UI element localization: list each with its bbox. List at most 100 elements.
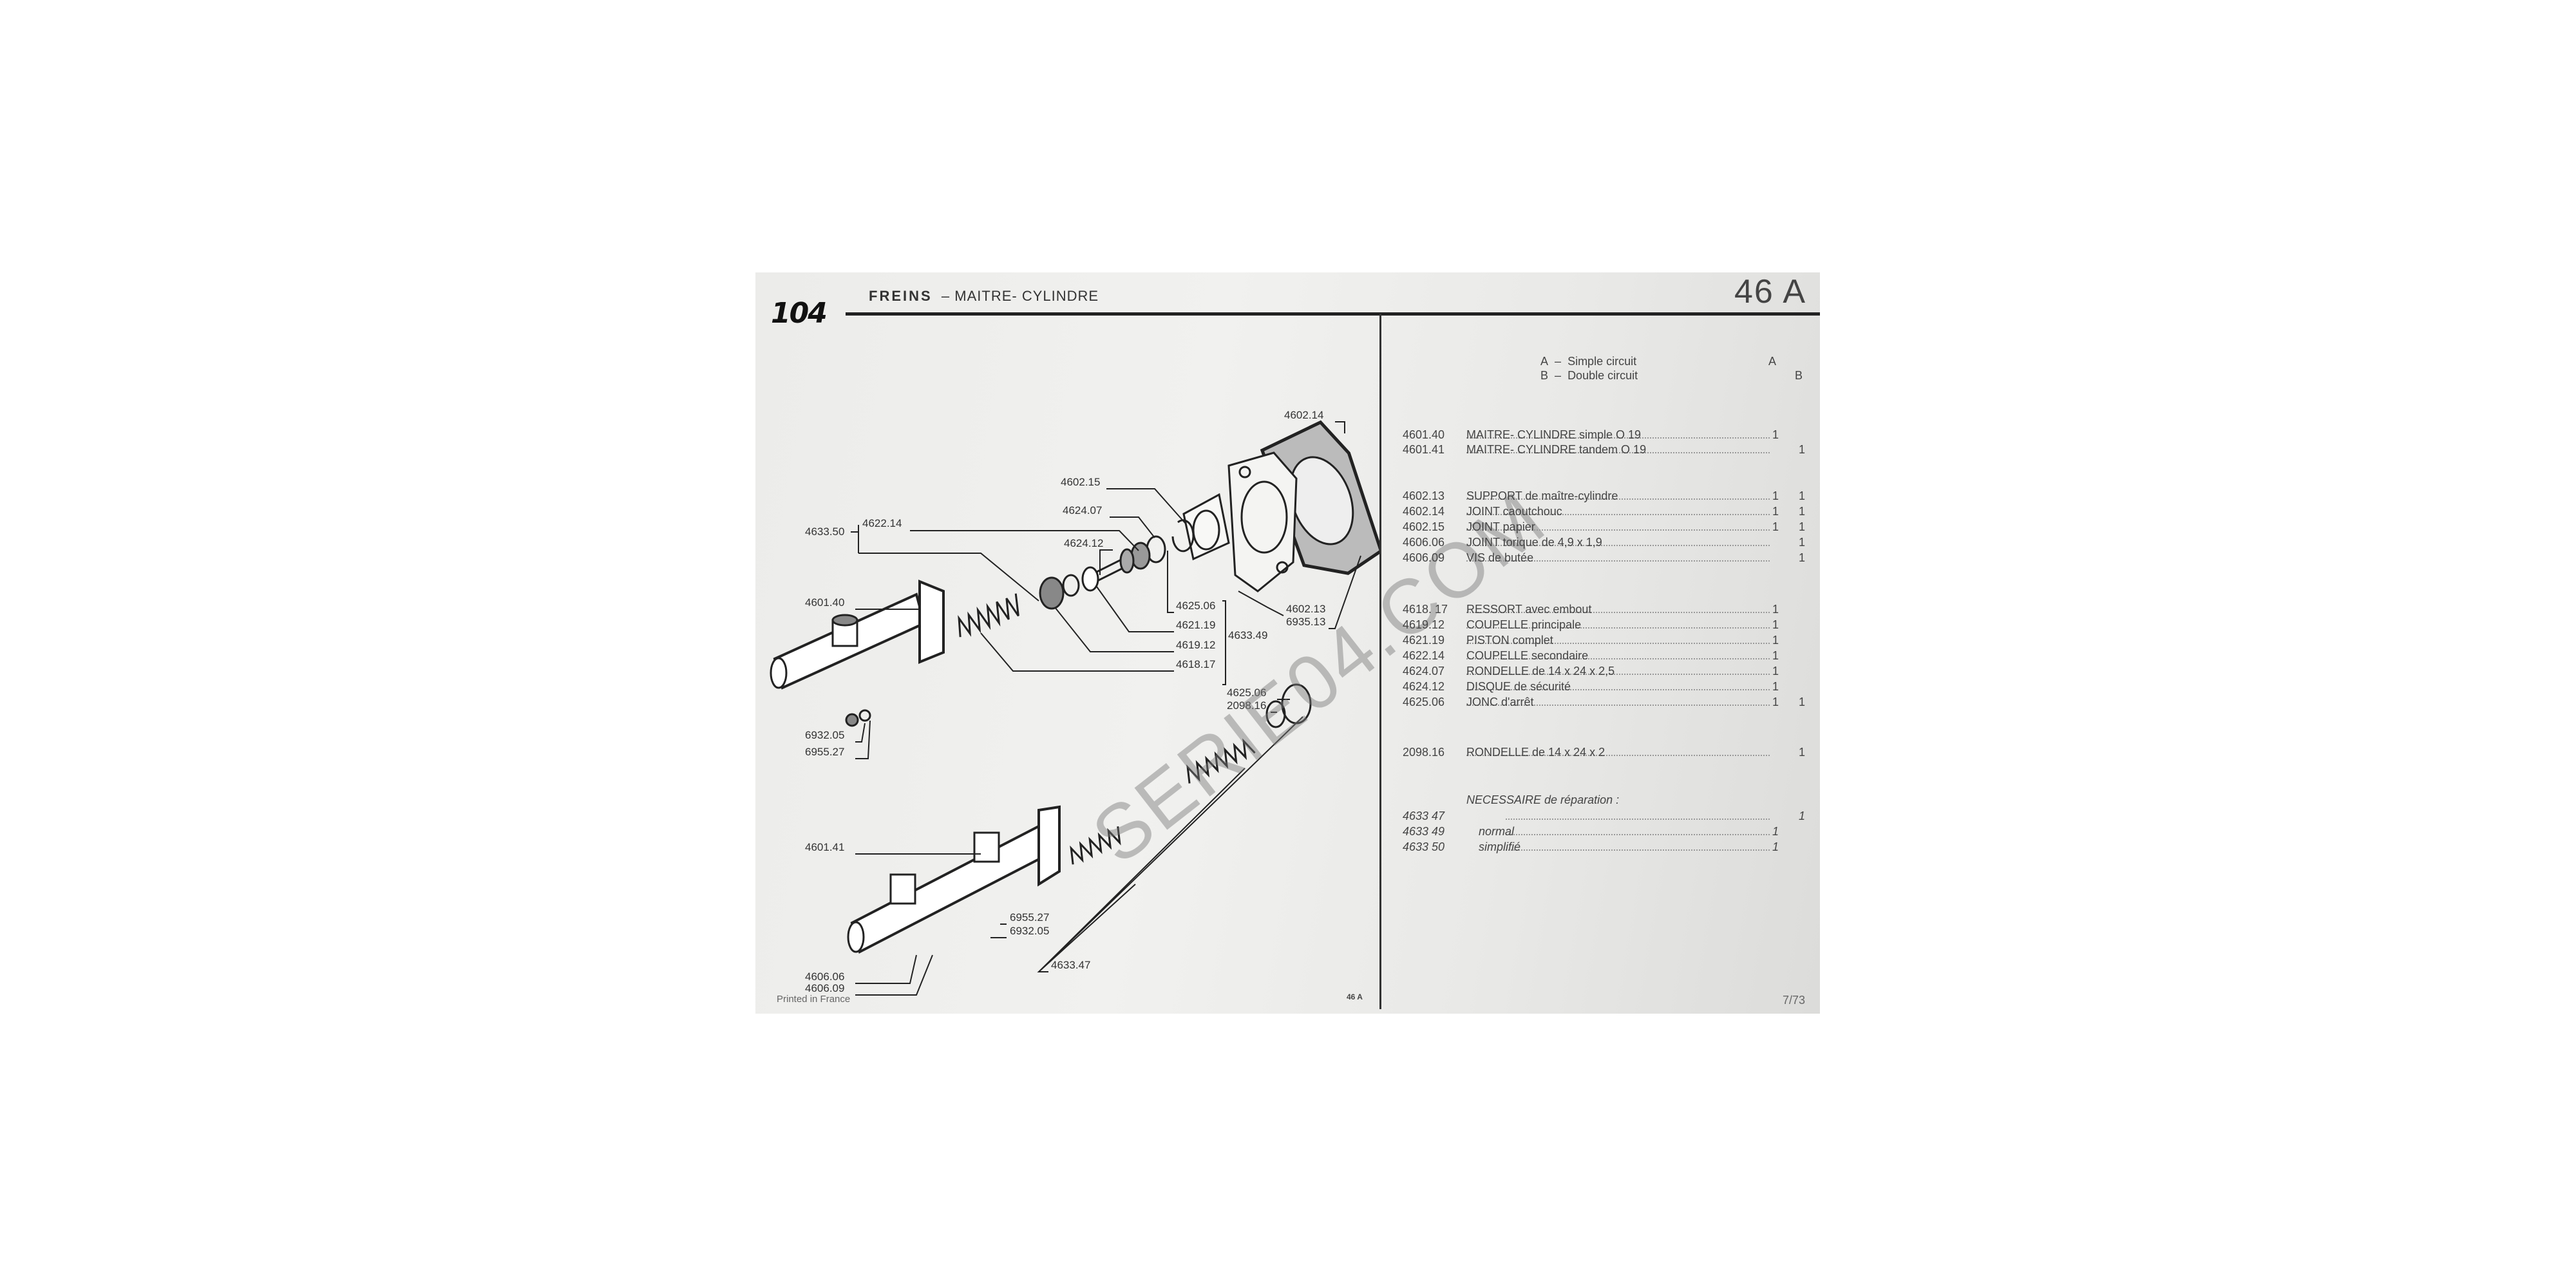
part-row: 4625.06 JONC d'arrêt 1 1	[1403, 696, 1808, 710]
qty-simple: 1	[1772, 649, 1779, 662]
part-description: JONC d'arrêt	[1466, 696, 1534, 708]
leader-dots	[1466, 560, 1770, 562]
callout-label: 4625.06	[1176, 600, 1216, 612]
qty-simple: 1	[1772, 680, 1779, 693]
part-row: 4602.13 SUPPORT de maître-cylindre 1 1	[1403, 489, 1808, 504]
leader-dots	[1466, 612, 1770, 613]
part-number: 4624.07	[1403, 665, 1445, 677]
callout-label: 4601.40	[805, 596, 845, 609]
callout-label: 6932.05	[805, 729, 845, 741]
legend-double: B – Double circuit	[1540, 369, 1638, 383]
callout-label: 4622.14	[862, 517, 902, 529]
leader-dots	[1466, 627, 1770, 629]
callout-label: 4606.06	[805, 971, 845, 983]
legend-column-a: A	[1768, 355, 1777, 368]
part-description: SUPPORT de maître-cylindre	[1466, 489, 1618, 502]
part-description: RONDELLE de 14 x 24 x 2	[1466, 746, 1605, 759]
header-rule	[846, 312, 1820, 316]
callout-label: 4624.07	[1063, 504, 1103, 516]
leader-dots	[1466, 545, 1770, 546]
callout-label: 4619.12	[1176, 639, 1216, 651]
part-number: 4624.12	[1403, 680, 1445, 693]
callout-label: 6935.13	[1286, 616, 1326, 628]
kit-description: normal	[1479, 825, 1515, 838]
part-row: 4601.41 MAITRE- CYLINDRE tandem O 19 1	[1403, 443, 1808, 457]
part-number: 4621.19	[1403, 634, 1445, 647]
qty-simple: 1	[1772, 665, 1779, 677]
qty-simple: 1	[1772, 696, 1779, 708]
leader-dots	[1466, 514, 1770, 515]
spring-3	[1070, 826, 1121, 865]
callout-label: 4602.13	[1286, 603, 1326, 615]
leader-dots	[1466, 452, 1770, 453]
part-number: 4618. 17	[1403, 603, 1448, 616]
legend-dash: –	[1555, 355, 1562, 368]
part-number: 2098.16	[1403, 746, 1445, 759]
part-number: 4602.15	[1403, 520, 1445, 533]
callout-label: 4602.14	[1284, 409, 1324, 421]
kit-row: 4633 50 simplifié 1	[1403, 840, 1808, 855]
part-number: 4625.06	[1403, 696, 1445, 708]
legend-text: Simple circuit	[1567, 355, 1637, 368]
qty-simple: 1	[1772, 603, 1779, 616]
callout-label: 2098.16	[1227, 699, 1267, 712]
kit-number: 4633 50	[1403, 840, 1445, 853]
part-number: 4606.06	[1403, 536, 1445, 549]
callout-label: 4633.47	[1051, 959, 1091, 971]
part-description: VIS de butée	[1466, 551, 1534, 564]
circlip	[1171, 519, 1195, 553]
kit-description: simplifié	[1479, 840, 1521, 853]
callout-label: 4606.09	[805, 982, 845, 994]
legend-text: Double circuit	[1567, 369, 1638, 382]
qty-simple: 1	[1772, 825, 1779, 838]
part-row: 4601.40 MAITRE- CYLINDRE simple O 19 1	[1403, 428, 1808, 442]
legend-simple: A – Simple circuit	[1540, 355, 1636, 368]
qty-simple: 1	[1772, 634, 1779, 647]
title-subject: – MAITRE- CYLINDRE	[941, 288, 1099, 304]
nut	[845, 713, 859, 727]
spring	[958, 593, 1019, 638]
exploded-diagram	[770, 420, 1379, 996]
callout-label: 6932.05	[1010, 925, 1050, 937]
washer-2	[1265, 700, 1286, 728]
callout-label: 6955.27	[805, 746, 845, 758]
callout-label: 4633.49	[1228, 629, 1268, 641]
callout-label: 4601.41	[805, 841, 845, 853]
kit-heading: NECESSAIRE de réparation :	[1466, 793, 1620, 806]
part-number: 4602.14	[1403, 505, 1445, 518]
qty-double: 1	[1799, 810, 1806, 822]
leader-dots	[1506, 819, 1770, 820]
qty-double: 1	[1799, 443, 1806, 456]
leader-dots	[1466, 658, 1770, 659]
callout-label: 4621.19	[1176, 619, 1216, 631]
spring-2	[1186, 738, 1256, 784]
qty-double: 1	[1799, 489, 1806, 502]
master-cylinder-simple	[770, 580, 945, 690]
callout-label: 4602.15	[1061, 476, 1101, 488]
leader-dots	[1466, 674, 1770, 675]
printed-in: Printed in France	[777, 994, 851, 1005]
leader-dots	[1466, 755, 1770, 756]
piston	[1039, 548, 1135, 610]
kit-row: 4633 49 normal 1	[1403, 825, 1808, 839]
qty-simple: 1	[1772, 618, 1779, 631]
part-description: RESSORT avec embout	[1466, 603, 1592, 616]
leader-lines	[851, 421, 1361, 996]
part-row: 4618. 17 RESSORT avec embout 1	[1403, 603, 1808, 617]
leader-dots	[1466, 437, 1770, 439]
part-description: MAITRE- CYLINDRE tandem O 19	[1466, 443, 1647, 456]
column-divider	[1379, 314, 1381, 1009]
part-row: 4624.07 RONDELLE de 14 x 24 x 2,5 1	[1403, 665, 1808, 679]
edition-date: 7/73	[1783, 994, 1806, 1007]
part-description: COUPELLE secondaire	[1466, 649, 1589, 662]
master-cylinder-tandem	[847, 805, 1061, 954]
callout-label: 4625.06	[1227, 687, 1267, 699]
kit-row: 4633 47 1	[1403, 810, 1808, 824]
part-number: 4622.14	[1403, 649, 1445, 662]
legend-letter: B	[1540, 369, 1549, 382]
part-number: 4606.09	[1403, 551, 1445, 564]
leader-dots	[1466, 689, 1770, 690]
part-number: 4601.40	[1403, 428, 1445, 441]
part-row: 4602.15 JOINT papier 1 1	[1403, 520, 1808, 535]
qty-double: 1	[1799, 505, 1806, 518]
